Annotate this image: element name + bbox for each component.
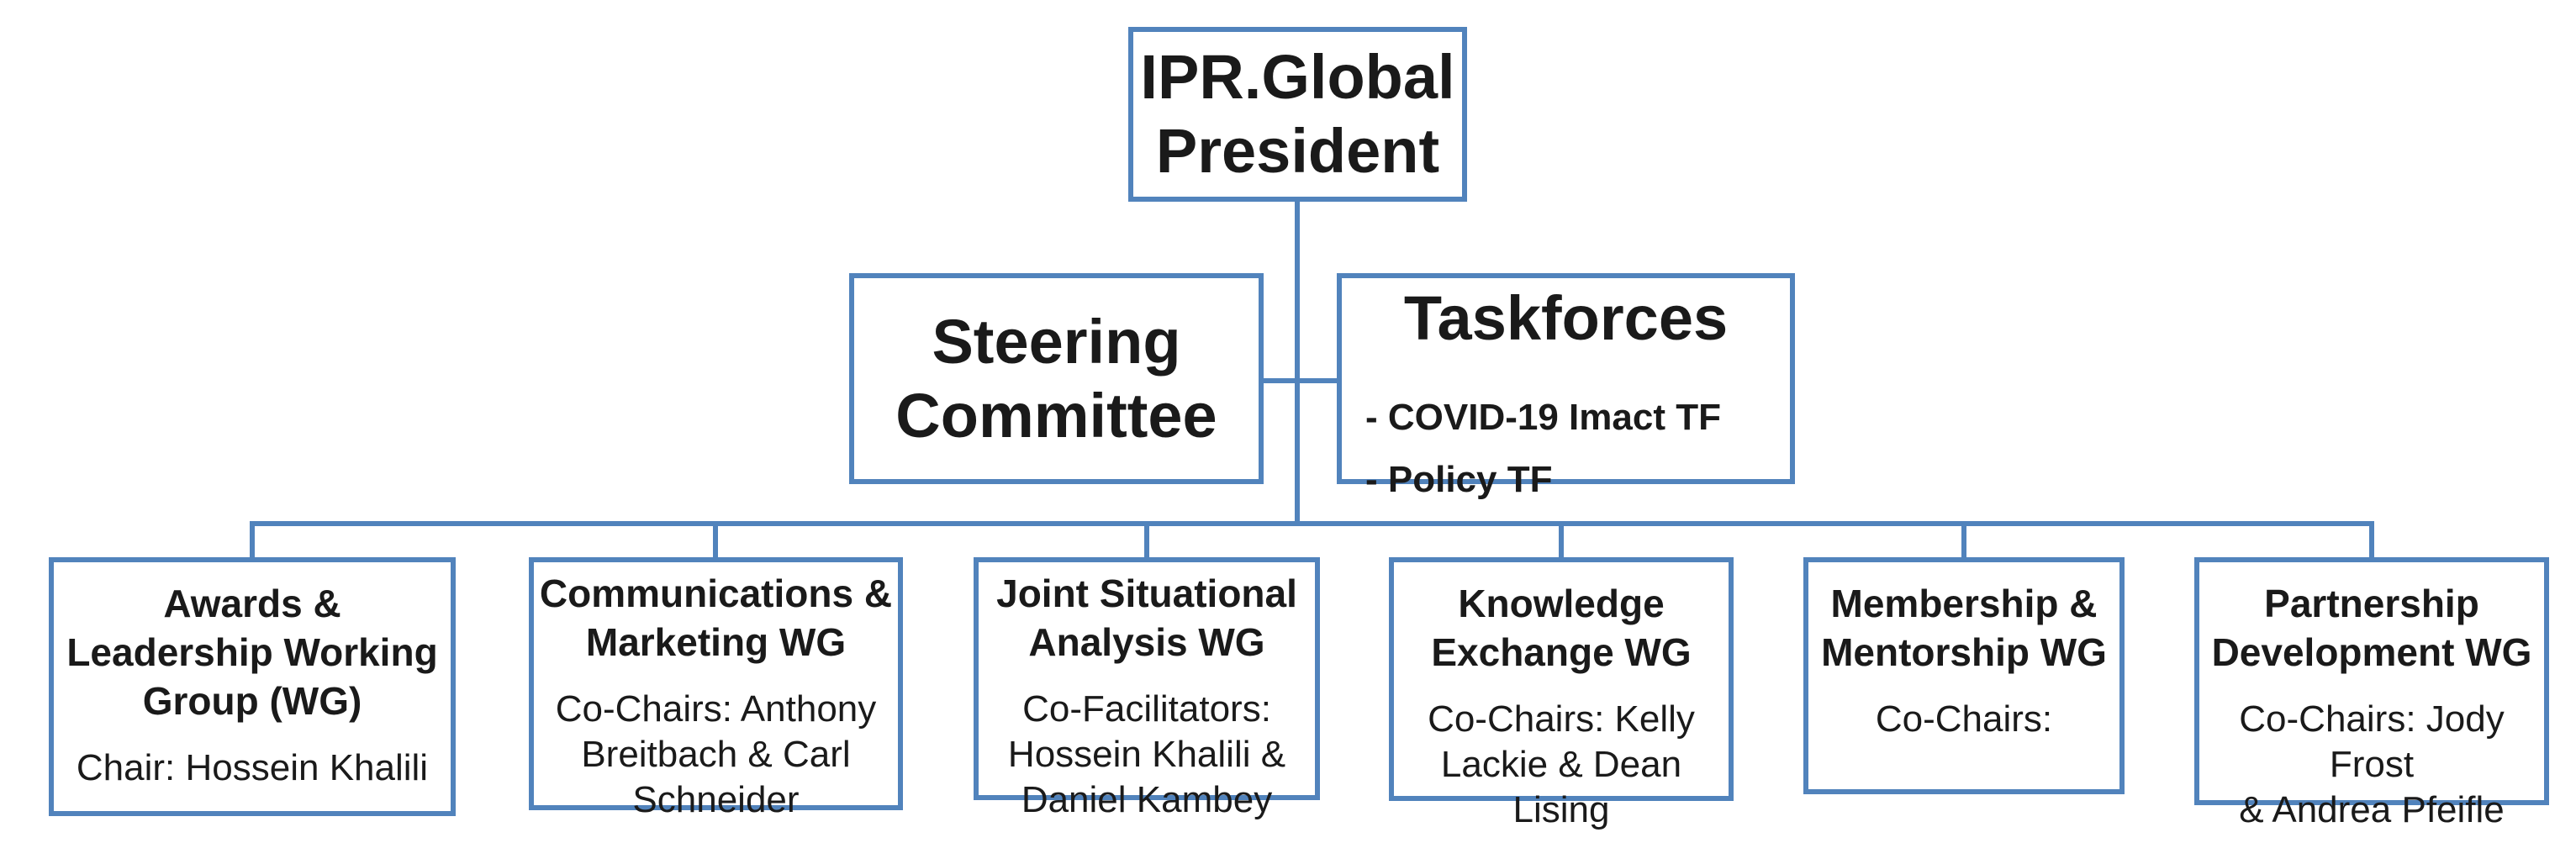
wg-title: Communications & Marketing WG [539,572,893,664]
wg-title: Joint Situational Analysis WG [996,572,1297,664]
connector-drop-3 [1144,521,1149,557]
taskforces-box: Taskforces - COVID-19 Imact TF - Policy … [1337,273,1795,500]
wg-title: Knowledge Exchange WG [1431,582,1692,674]
president-box: IPR.Global President [1128,27,1467,202]
connector-stub-steering-taskforces [1264,378,1337,383]
taskforce-item-covid: - COVID-19 Imact TF [1365,397,1721,438]
wg-box-communications-marketing: Communications & Marketing WG Co-Chairs:… [529,557,903,820]
wg-box-membership-mentorship: Membership & Mentorship WG Co-Chairs: [1803,557,2125,794]
connector-drop-6 [2369,521,2374,557]
wg-subtitle: Chair: Hossein Khalili [76,747,429,788]
wg-title: Membership & Mentorship WG [1821,582,2107,674]
wg-subtitle: Co-Chairs: Anthony Breitbach & Carl Schn… [555,688,877,820]
connector-drop-4 [1559,521,1564,557]
connector-drop-2 [713,521,718,557]
wg-title: Partnership Development WG [2211,582,2532,674]
wg-subtitle: Co-Chairs: Kelly Lackie & Dean Lising [1428,698,1695,830]
wg-box-partnership-development: Partnership Development WG Co-Chairs: Jo… [2194,557,2549,830]
connector-bus [250,521,2374,526]
taskforces-list: - COVID-19 Imact TF - Policy TF [1342,398,1790,522]
taskforce-item-policy: - Policy TF [1365,459,1553,500]
steering-committee-box: Steering Committee [849,273,1264,484]
wg-subtitle: Co-Chairs: Jody Frost & Andrea Pfeifle [2239,698,2505,830]
wg-subtitle: Co-Chairs: [1875,698,2053,740]
wg-box-joint-situational-analysis: Joint Situational Analysis WG Co-Facilit… [974,557,1320,820]
president-title: IPR.Global President [1140,42,1455,186]
wg-box-knowledge-exchange: Knowledge Exchange WG Co-Chairs: Kelly L… [1389,557,1734,830]
wg-box-awards-leadership: Awards & Leadership Working Group (WG) C… [49,557,456,816]
taskforces-title: Taskforces [1403,283,1729,353]
connector-trunk [1295,202,1300,526]
connector-drop-5 [1961,521,1966,557]
connector-drop-1 [250,521,255,557]
steering-committee-title: Steering Committee [895,306,1217,450]
wg-subtitle: Co-Facilitators: Hossein Khalili & Danie… [1007,688,1286,820]
wg-title: Awards & Leadership Working Group (WG) [66,582,438,723]
